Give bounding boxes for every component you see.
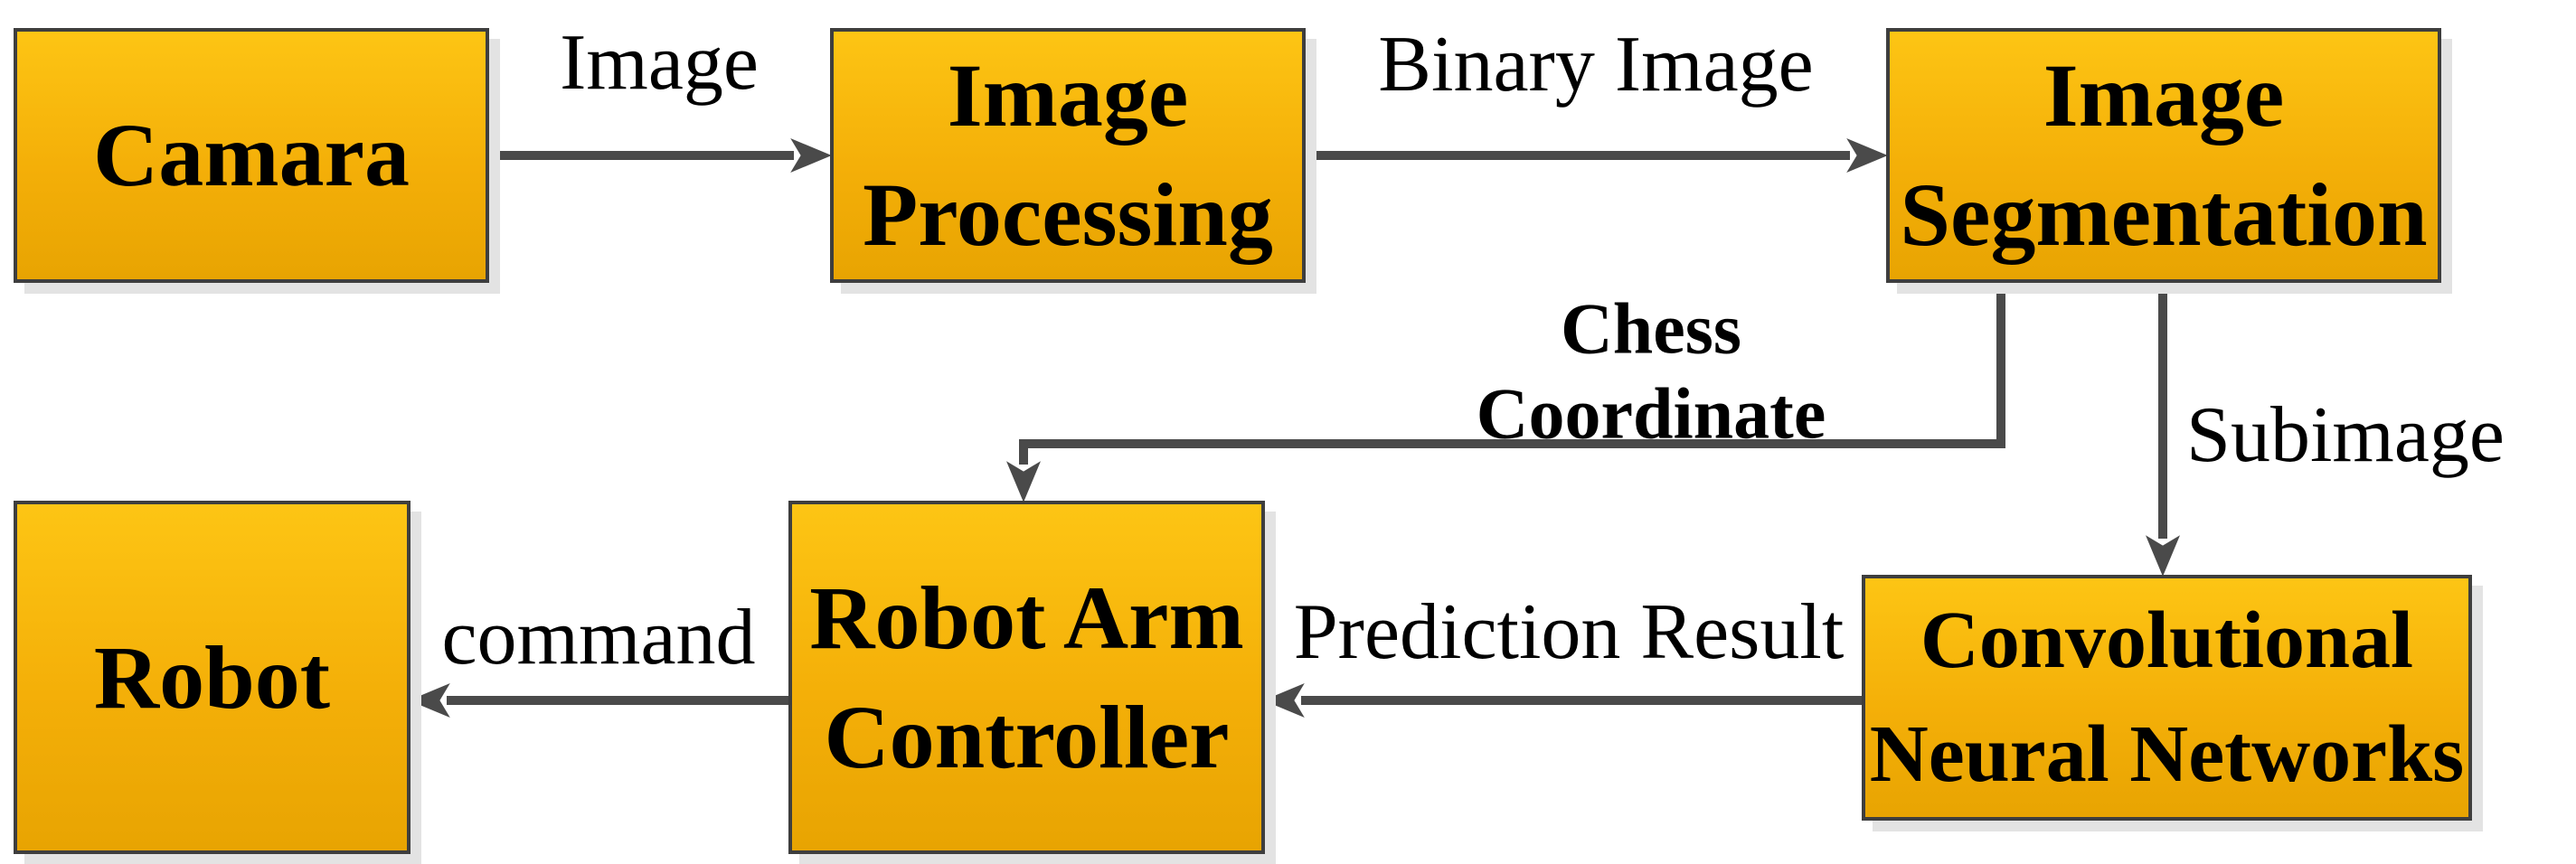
- node-image-processing-label-line2: Processing: [863, 164, 1273, 265]
- edge-label-image-text: Image: [560, 19, 759, 107]
- node-camera[interactable]: Camara: [14, 28, 489, 283]
- node-image-segmentation-label-line2: Segmentation: [1900, 164, 2428, 265]
- node-cnn-label-line1: Convolutional: [1920, 596, 2414, 685]
- node-image-segmentation-label-line1: Image: [2043, 45, 2285, 146]
- edge-label-chess-coordinate-line1: Chess: [1560, 289, 1742, 370]
- node-robot[interactable]: Robot: [14, 501, 410, 854]
- node-image-processing[interactable]: Image Processing: [830, 28, 1306, 283]
- node-image-segmentation[interactable]: Image Segmentation: [1886, 28, 2441, 283]
- node-robot-arm-controller-label-line2: Controller: [824, 686, 1230, 787]
- node-robot-arm-controller[interactable]: Robot Arm Controller: [788, 501, 1265, 854]
- edge-label-chess-coordinate-line2: Coordinate: [1476, 375, 1826, 455]
- node-robot-arm-controller-label-line1: Robot Arm: [809, 567, 1244, 668]
- edge-label-subimage-text: Subimage: [2186, 391, 2505, 479]
- arrow-chess-coordinate: [1006, 281, 2066, 502]
- edge-label-prediction-result-text: Prediction Result: [1293, 588, 1845, 676]
- edge-label-binary-image-text: Binary Image: [1378, 21, 1814, 108]
- edge-label-subimage: Subimage: [2186, 396, 2505, 475]
- edge-label-command-text: command: [441, 594, 756, 681]
- node-convolutional-neural-networks[interactable]: Convolutional Neural Networks: [1862, 575, 2472, 821]
- edge-label-binary-image: Binary Image: [1378, 25, 1813, 105]
- edge-label-command: command: [441, 598, 755, 678]
- node-image-processing-label-line1: Image: [947, 45, 1189, 146]
- node-robot-label: Robot: [93, 626, 331, 728]
- edge-label-chess-coordinate: Chess Coordinate: [1477, 287, 1826, 458]
- node-camera-label: Camara: [93, 105, 410, 205]
- edge-label-image: Image: [560, 23, 759, 103]
- node-cnn-label-line2: Neural Networks: [1869, 709, 2465, 799]
- edge-label-prediction-result: Prediction Result: [1294, 593, 1845, 672]
